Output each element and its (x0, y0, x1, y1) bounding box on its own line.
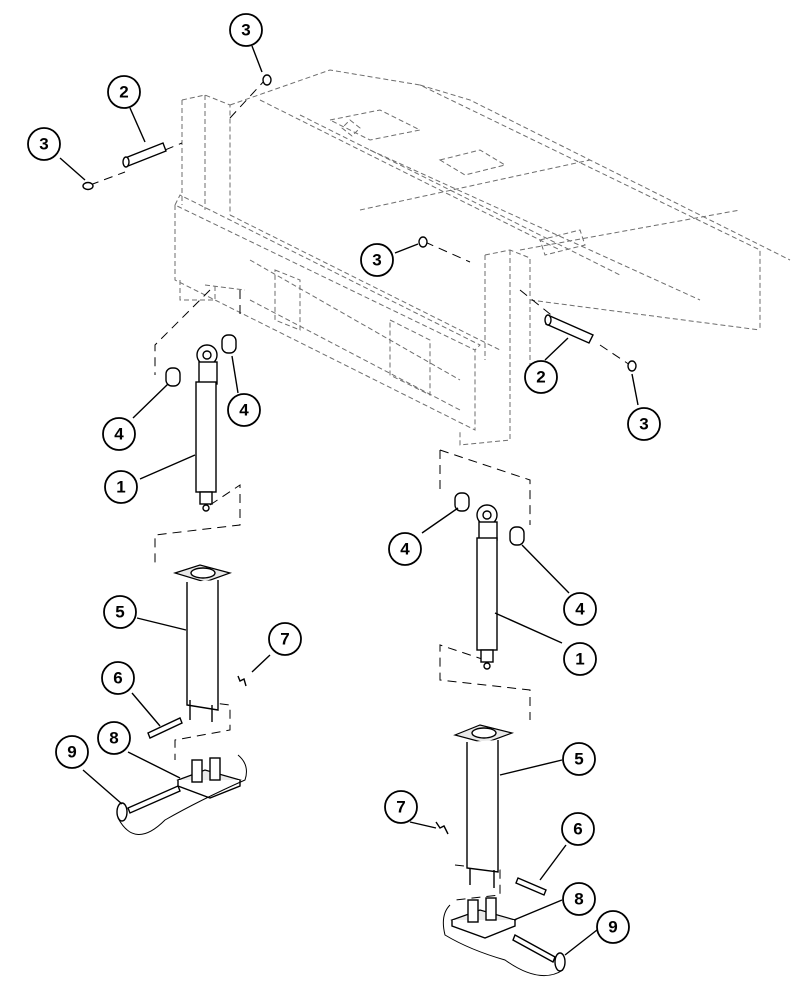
callout-5-left: 5 (103, 595, 137, 629)
base-plate-8-left (176, 757, 242, 799)
alignment-lines (89, 79, 631, 901)
callout-6-right: 6 (561, 812, 595, 846)
callout-4-left-a: 4 (102, 417, 136, 451)
callout-9-left: 9 (55, 735, 89, 769)
retaining-ring-3-right (627, 360, 637, 372)
callout-2-top: 2 (107, 75, 141, 109)
bushing-4-left-a (165, 367, 181, 387)
hydraulic-cylinder-1-left (195, 344, 218, 512)
base-plate-8-right (450, 897, 517, 939)
callout-7-right-label: 7 (396, 798, 405, 817)
support-tube-5-right (453, 724, 515, 888)
callout-4-left-b-label: 4 (239, 401, 249, 420)
callout-2-right: 2 (524, 360, 558, 394)
callout-3-right: 3 (627, 407, 661, 441)
callout-9-right-label: 9 (608, 918, 617, 937)
support-tube-5-left (172, 564, 233, 722)
callout-3-mid-label: 3 (372, 251, 381, 270)
callout-1-right: 1 (563, 642, 597, 676)
clip-7-left (237, 675, 247, 687)
pin-2-right (544, 314, 594, 344)
clip-7-right (435, 821, 449, 835)
callout-8-left-label: 8 (109, 729, 118, 748)
callout-5-right-label: 5 (574, 750, 583, 769)
callout-3-right-label: 3 (639, 415, 648, 434)
callout-2-right-label: 2 (536, 368, 545, 387)
callout-6-left: 6 (101, 661, 135, 695)
callout-1-left: 1 (104, 470, 138, 504)
callout-8-right: 8 (562, 882, 596, 916)
pin-6-right (515, 877, 547, 896)
callout-5-left-label: 5 (115, 603, 124, 622)
quick-release-pin-9-right (442, 904, 566, 977)
callout-4-right-a-label: 4 (400, 540, 410, 559)
pin-6-left (147, 717, 183, 739)
callout-8-left: 8 (97, 721, 131, 755)
bushing-4-right-a (454, 492, 470, 512)
callout-4-left-a-label: 4 (114, 425, 124, 444)
callout-6-left-label: 6 (113, 669, 122, 688)
leader-lines (59, 45, 639, 956)
callout-3-left: 3 (27, 127, 61, 161)
callout-4-right-a: 4 (388, 532, 422, 566)
callout-7-left-label: 7 (280, 630, 289, 649)
callout-7-right: 7 (384, 790, 418, 824)
callout-8-right-label: 8 (574, 890, 583, 909)
pin-2-left (122, 142, 167, 168)
callout-1-left-label: 1 (116, 478, 125, 497)
retaining-ring-3-left (82, 181, 94, 191)
bushing-4-left-b (221, 334, 237, 354)
callout-7-left: 7 (268, 622, 302, 656)
callout-3-top-label: 3 (241, 21, 250, 40)
callout-4-right-b: 4 (563, 592, 597, 626)
callout-3-left-label: 3 (39, 135, 48, 154)
vehicle-frame (174, 69, 791, 446)
callout-9-right: 9 (596, 910, 630, 944)
callout-4-right-b-label: 4 (575, 600, 585, 619)
retaining-ring-3-top (262, 74, 272, 86)
callout-4-left-b: 4 (227, 393, 261, 427)
hydraulic-cylinder-1-right (476, 504, 498, 670)
callout-9-left-label: 9 (67, 743, 76, 762)
callout-3-mid: 3 (360, 243, 394, 277)
bushing-4-right-b (509, 526, 525, 546)
callout-2-top-label: 2 (119, 83, 128, 102)
callout-6-right-label: 6 (573, 820, 582, 839)
callout-5-right: 5 (562, 742, 596, 776)
quick-release-pin-9-left (116, 754, 247, 835)
retaining-ring-3-mid (418, 236, 428, 248)
callout-1-right-label: 1 (575, 650, 584, 669)
callout-3-top: 3 (229, 13, 263, 47)
